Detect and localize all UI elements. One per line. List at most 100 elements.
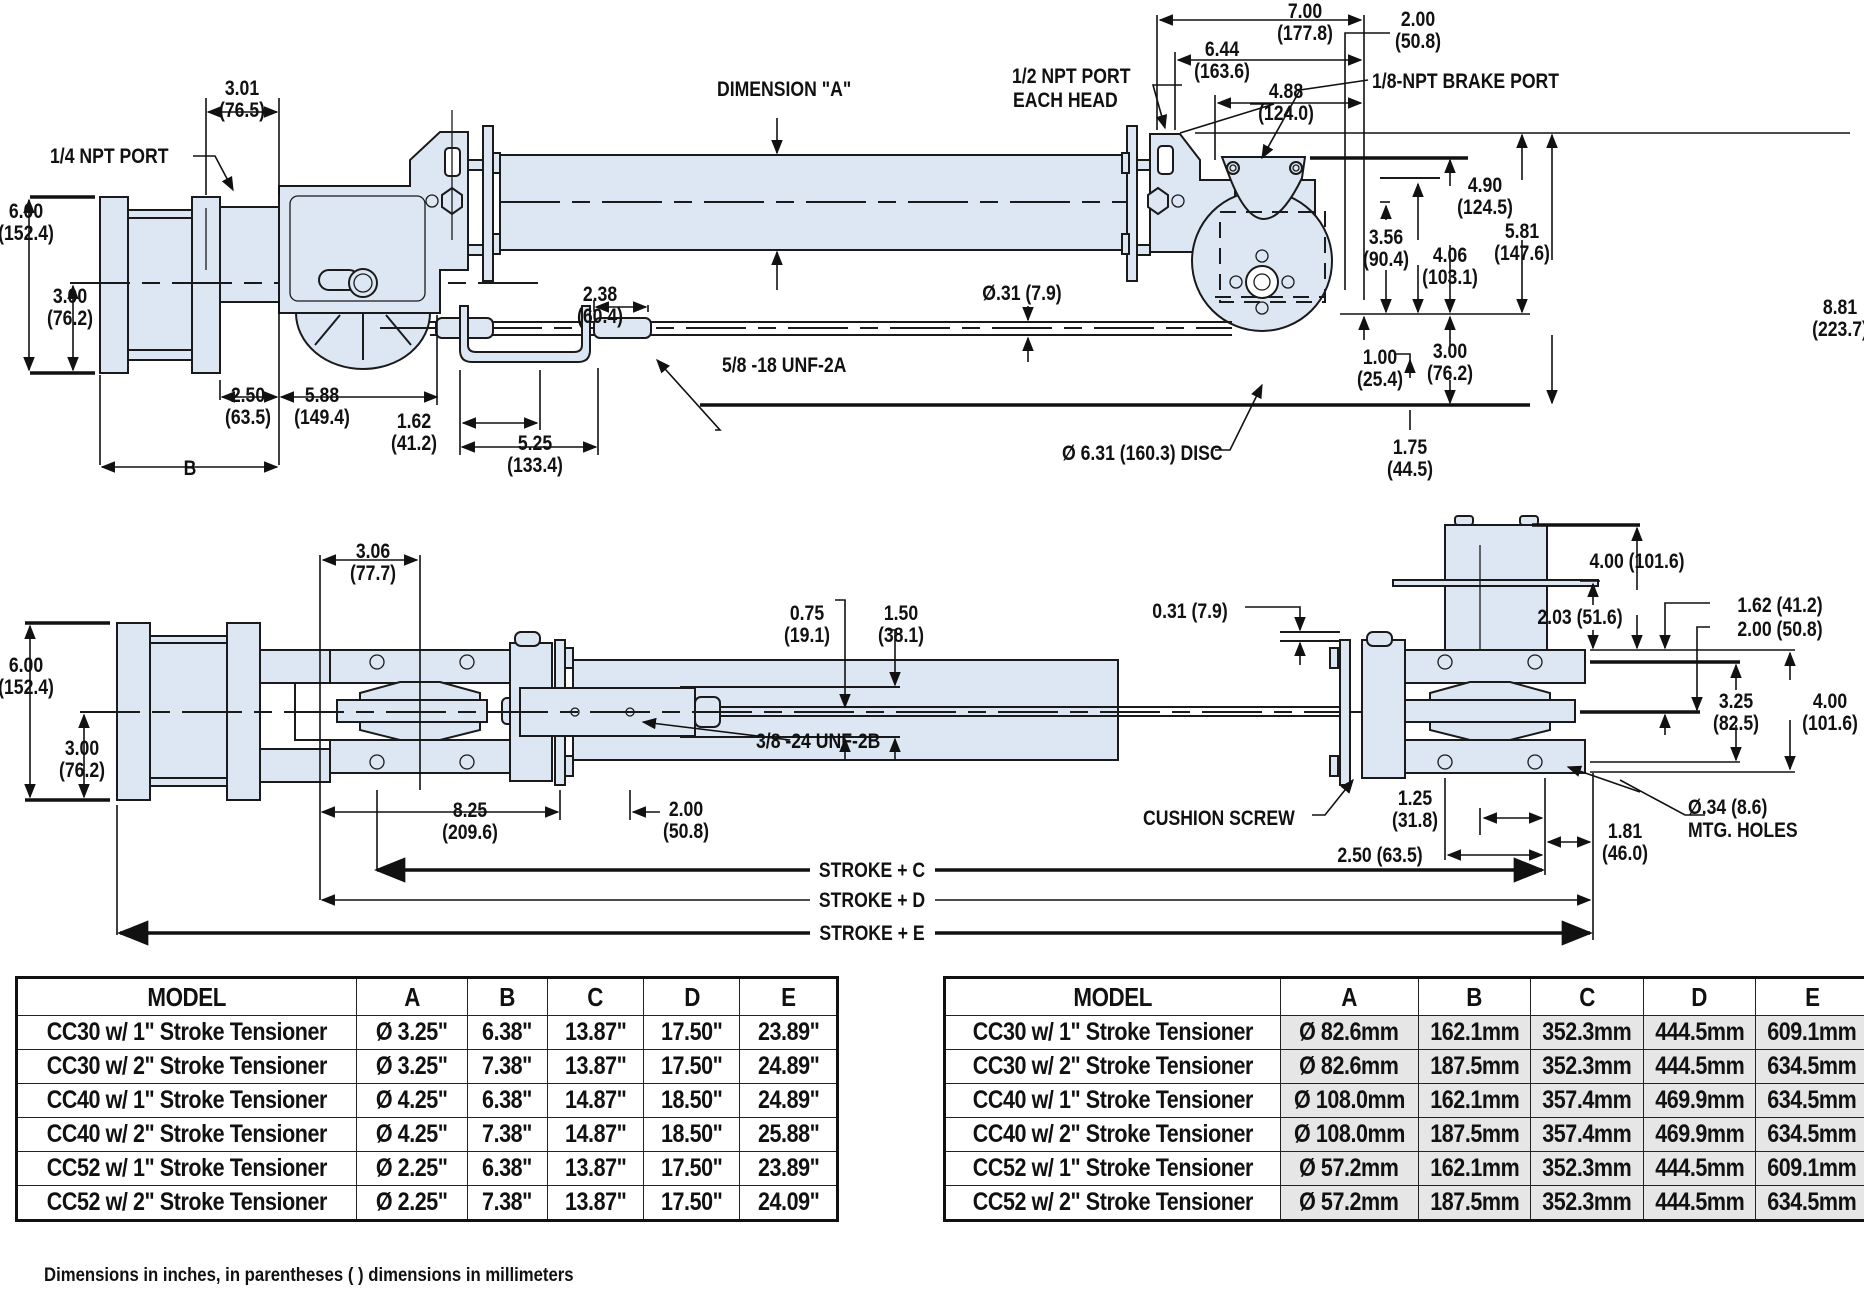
- footnote: Dimensions in inches, in parentheses ( )…: [44, 1265, 574, 1286]
- brake-housing: [1444, 524, 1548, 651]
- value-cell: 352.3mm: [1530, 1185, 1644, 1221]
- value-cell: 634.5mm: [1755, 1083, 1864, 1118]
- value-cell: 13.87": [546, 1185, 645, 1221]
- dim-value: 1.00: [1363, 346, 1397, 370]
- dimension-table-inches: MODEL A B C D E CC30 w/ 1" Stroke Tensio…: [15, 976, 839, 1222]
- value-cell: Ø 3.25": [356, 1015, 468, 1050]
- dim-value-mm: (60.4): [577, 305, 623, 329]
- column-header: D: [643, 977, 741, 1016]
- value-cell: 18.50": [643, 1083, 741, 1118]
- dim-value: 4.90: [1468, 174, 1502, 198]
- value-cell: 469.9mm: [1642, 1083, 1757, 1118]
- model-cell: CC52 w/ 2" Stroke Tensioner: [944, 1185, 1281, 1221]
- dim-value-mm: (76.5): [219, 99, 265, 123]
- label-each-head: EACH HEAD: [1013, 89, 1118, 113]
- value-cell: 444.5mm: [1642, 1015, 1757, 1050]
- value-cell: 187.5mm: [1417, 1185, 1532, 1221]
- dim-value: 4.88: [1269, 80, 1304, 104]
- cylinder-body: [127, 209, 193, 361]
- dim-value: 3.25: [1719, 690, 1754, 714]
- dim-value-mm: (124.5): [1457, 196, 1513, 220]
- dim-value-mm: (19.1): [784, 624, 830, 648]
- dim-value: 3.56: [1369, 226, 1404, 250]
- technical-drawing: 1/4 NPT PORT DIMENSION "A" 1/2 NPT PORT …: [0, 0, 1864, 946]
- bottom-view: [24, 515, 1796, 946]
- value-cell: Ø 2.25": [356, 1151, 468, 1186]
- value-cell: Ø 57.2mm: [1279, 1185, 1419, 1221]
- value-cell: 352.3mm: [1530, 1015, 1644, 1050]
- mounting-bracket: [278, 131, 469, 314]
- dim-value: 4.00 (101.6): [1589, 550, 1684, 574]
- dim-value-mm: (124.0): [1258, 102, 1314, 126]
- dim-value-mm: (90.4): [1363, 248, 1409, 272]
- model-cell: CC30 w/ 2" Stroke Tensioner: [16, 1049, 357, 1084]
- model-cell: CC30 w/ 1" Stroke Tensioner: [16, 1015, 357, 1050]
- value-cell: 352.3mm: [1530, 1151, 1644, 1186]
- dim-value-mm: (209.6): [442, 821, 498, 845]
- dim-value: 2.38: [583, 283, 618, 307]
- value-cell: 13.87": [546, 1049, 645, 1084]
- dim-value: 2.00 (50.8): [1737, 618, 1822, 642]
- value-cell: 23.89": [739, 1015, 838, 1050]
- label-quarter-npt-port: 1/4 NPT PORT: [50, 145, 169, 169]
- value-cell: 444.5mm: [1642, 1049, 1757, 1084]
- column-header: MODEL: [16, 977, 357, 1016]
- dim-value: 2.00: [1401, 8, 1435, 32]
- dim-value-mm: (82.5): [1713, 712, 1759, 736]
- dim-value-mm: (133.4): [507, 454, 563, 478]
- dim-value-mm: (152.4): [0, 676, 54, 700]
- model-cell: CC30 w/ 1" Stroke Tensioner: [944, 1015, 1281, 1050]
- table-header-row: MODEL A B C D E: [944, 977, 1864, 1016]
- value-cell: 609.1mm: [1755, 1151, 1864, 1186]
- column-header: C: [546, 977, 645, 1016]
- value-cell: 352.3mm: [1530, 1049, 1644, 1084]
- top-view-labels: 1/4 NPT PORT DIMENSION "A" 1/2 NPT PORT …: [0, 0, 1864, 481]
- value-cell: Ø 108.0mm: [1279, 1083, 1419, 1118]
- value-cell: 6.38": [466, 1083, 548, 1118]
- value-cell: 634.5mm: [1755, 1049, 1864, 1084]
- value-cell: 24.09": [739, 1185, 838, 1221]
- dim-value-mm: (177.8): [1277, 22, 1333, 46]
- dim-value-mm: (44.5): [1387, 458, 1433, 482]
- dim-value: 4.06: [1433, 244, 1468, 268]
- rod-flange: [482, 125, 494, 282]
- value-cell: 7.38": [466, 1185, 548, 1221]
- dim-value: 6.44: [1205, 38, 1240, 62]
- value-cell: 187.5mm: [1417, 1049, 1532, 1084]
- dim-value: 1.81: [1608, 820, 1643, 844]
- value-cell: 162.1mm: [1417, 1083, 1532, 1118]
- dim-value-mm: (152.4): [0, 222, 54, 246]
- dim-value: 0.31 (7.9): [1152, 600, 1227, 624]
- tensioner-arm-top-right: [1404, 649, 1586, 684]
- dim-value: 8.81: [1823, 296, 1858, 320]
- label-disc: Ø 6.31 (160.3) DISC: [1062, 442, 1223, 466]
- value-cell: 14.87": [546, 1117, 645, 1152]
- model-cell: CC52 w/ 2" Stroke Tensioner: [16, 1185, 357, 1221]
- value-cell: Ø 108.0mm: [1279, 1117, 1419, 1152]
- dim-value-mm: (41.2): [391, 432, 437, 456]
- value-cell: 357.4mm: [1530, 1083, 1644, 1118]
- cylinder-rod-housing: [219, 206, 280, 303]
- value-cell: 17.50": [643, 1151, 741, 1186]
- top-view: [23, 14, 1850, 473]
- value-cell: 24.89": [739, 1083, 838, 1118]
- dim-value-mm: (25.4): [1357, 368, 1403, 392]
- value-cell: Ø 82.6mm: [1279, 1049, 1419, 1084]
- dim-value: 1.50: [884, 602, 918, 626]
- label-dimension-a: DIMENSION "A": [717, 78, 851, 102]
- column-header: E: [1755, 977, 1864, 1016]
- dim-value-mm: (31.8): [1392, 809, 1438, 833]
- label-brake-port: 1/8-NPT BRAKE PORT: [1372, 70, 1559, 94]
- column-header: C: [1530, 977, 1644, 1016]
- model-cell: CC40 w/ 2" Stroke Tensioner: [16, 1117, 357, 1152]
- value-cell: 17.50": [643, 1185, 741, 1221]
- u-bracket: [459, 305, 591, 363]
